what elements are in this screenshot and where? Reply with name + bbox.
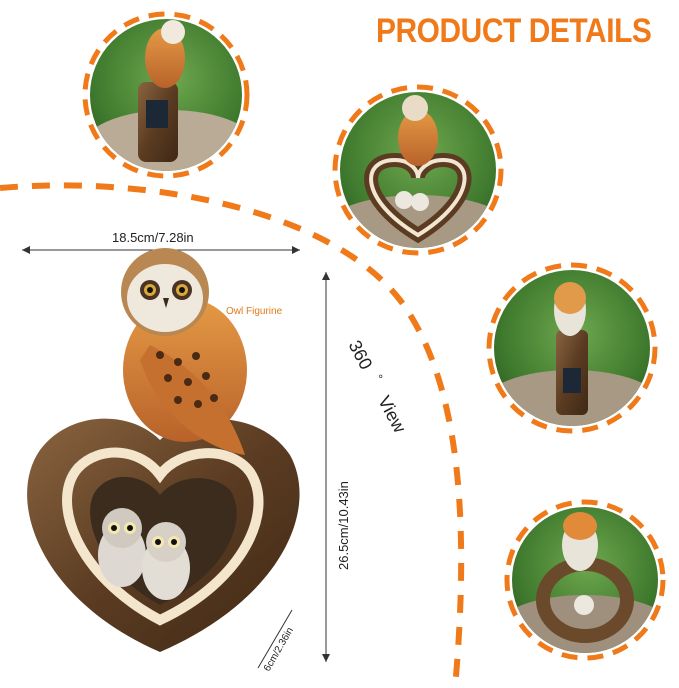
rotation-arc [0, 182, 465, 688]
thumbnail-2 [332, 84, 504, 256]
owl-figurine-label: Owl Figurine [226, 306, 283, 317]
width-label: 18.5cm/7.28in [112, 230, 194, 245]
height-label: 26.5cm/10.43in [336, 481, 351, 570]
page-title: PRODUCT DETAILS [376, 12, 652, 50]
thumbnail-4 [504, 499, 666, 661]
depth-dimension-line [257, 609, 293, 669]
main-owl-figurine [27, 248, 300, 652]
degree-symbol: ° [370, 372, 386, 384]
thumbnail-3 [486, 262, 658, 434]
height-dimension-line [322, 272, 330, 662]
thumbnail-1 [82, 11, 250, 179]
